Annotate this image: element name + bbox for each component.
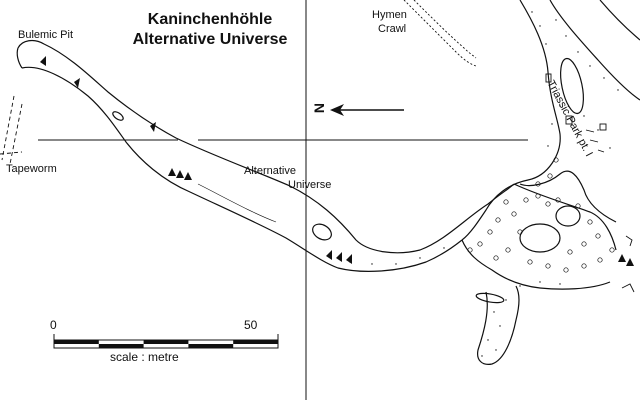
tapeworm-passage — [0, 95, 23, 165]
label-hymen-crawl-line-1: Hymen — [372, 9, 407, 21]
label-hymen-crawl: Hymen Crawl — [372, 8, 407, 36]
sand-fill — [329, 11, 619, 357]
map-title: Kaninchenhöhle Alternative Universe — [110, 10, 310, 50]
label-alternative-universe: Alternative Universe — [244, 164, 331, 192]
scale-bar — [53, 334, 279, 349]
map-title-line-1: Kaninchenhöhle — [147, 11, 273, 28]
label-alternative-universe-line-2: Universe — [288, 179, 332, 191]
passage-marks — [545, 73, 635, 293]
label-bulemic-pit: Bulemic Pit — [18, 29, 74, 41]
north-letter: N — [311, 102, 328, 114]
label-tapeworm: Tapeworm — [6, 163, 57, 175]
hymen-crawl-passage — [403, 0, 477, 67]
scale-label-max: 50 — [244, 318, 258, 332]
scale-caption: scale : metre — [110, 350, 179, 364]
label-hymen-crawl-line-2: Crawl — [378, 23, 407, 35]
label-alternative-universe-line-1: Alternative — [244, 165, 296, 177]
slope-arrows — [40, 56, 634, 266]
north-arrow-icon — [330, 104, 404, 116]
map-title-line-2: Alternative Universe — [132, 31, 288, 48]
cave-passage-main — [16, 39, 515, 272]
cave-passage-east — [112, 0, 640, 365]
scale-label-min: 0 — [50, 318, 57, 332]
boulder-stipple — [467, 157, 615, 273]
